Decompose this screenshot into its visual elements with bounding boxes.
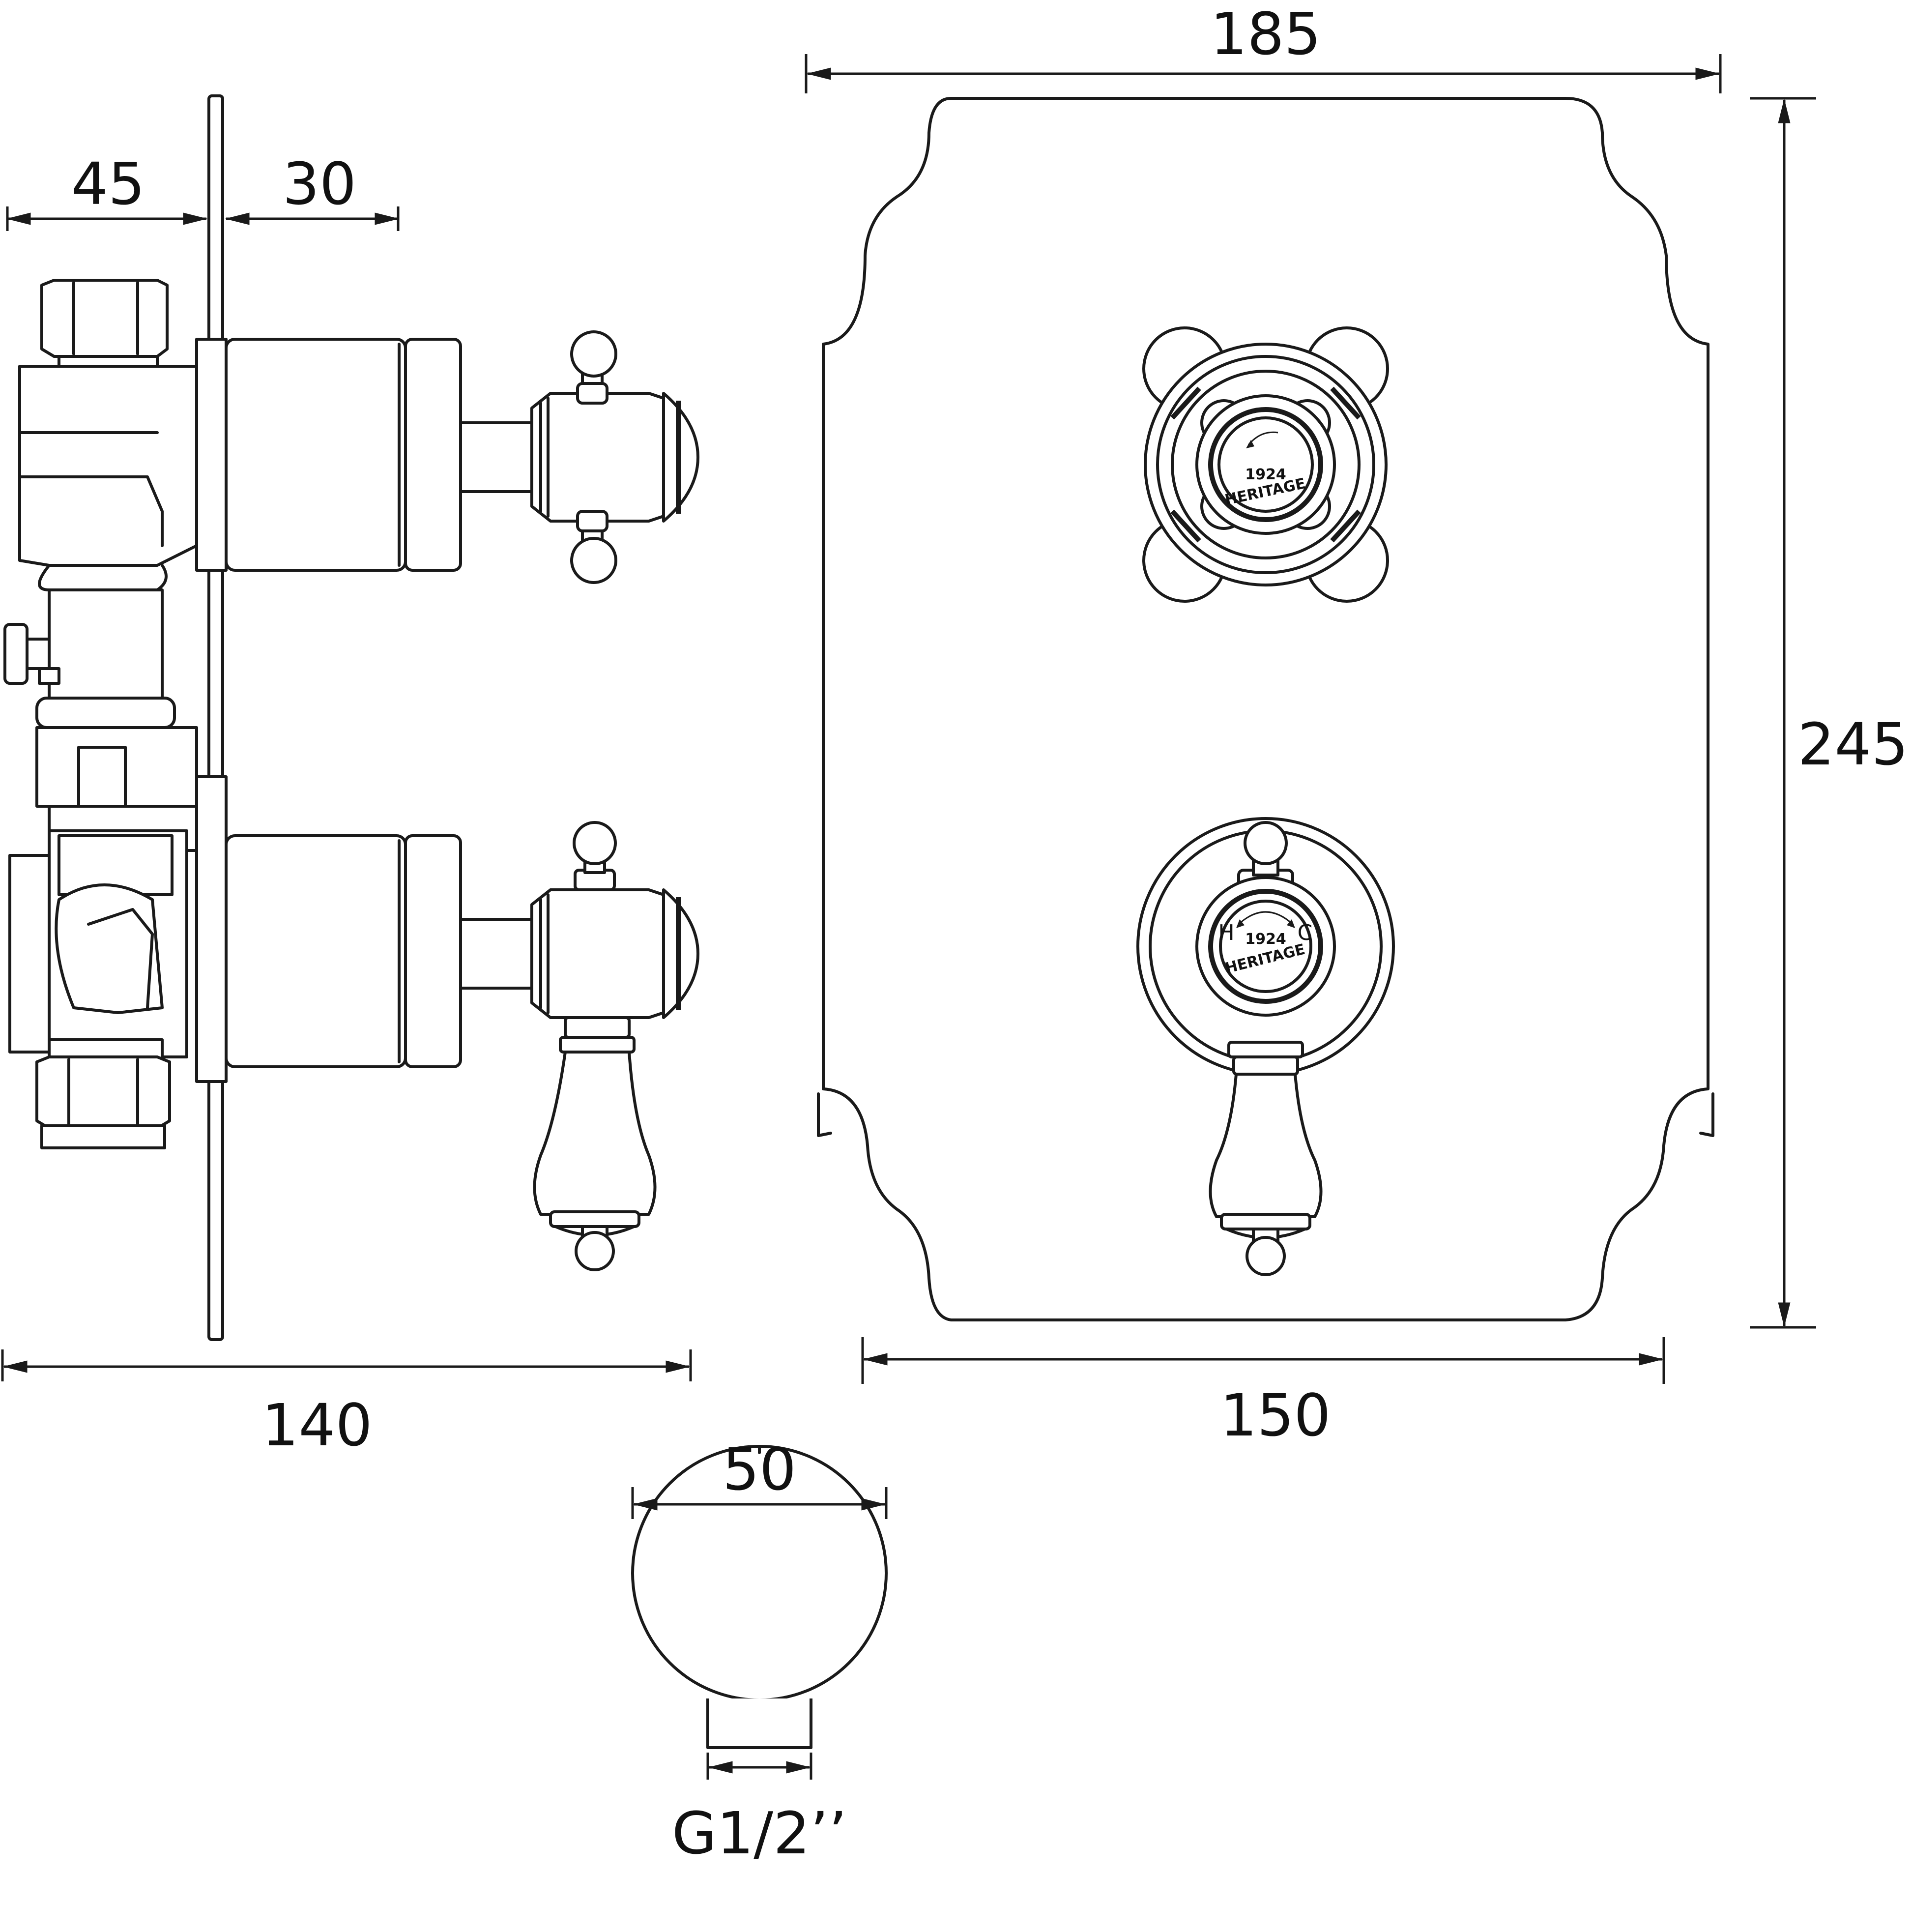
- rear-valve-assembly: [3, 279, 198, 1149]
- dimension-185-label: 185: [1210, 0, 1321, 68]
- dimension-plate-inner-width: 150: [861, 1337, 1665, 1449]
- bottom-spindle: [459, 918, 533, 990]
- bottom-valve-body: [195, 775, 699, 1271]
- bottom-spacer: [195, 775, 228, 1083]
- bottom-handle-hub: [530, 888, 665, 1019]
- outlet-elbow: [55, 883, 164, 1014]
- bottom-lever-handle-front[interactable]: H C 1924 HERITAGE: [1136, 817, 1395, 1276]
- bottom-indice-year: 1924: [1245, 931, 1286, 948]
- lever-tip-front: [1246, 1236, 1286, 1276]
- top-spacer: [195, 338, 228, 572]
- top-handle-hub: [530, 392, 665, 523]
- ornate-backplate: [822, 97, 1709, 1321]
- outlet-connector: [706, 1698, 812, 1749]
- front-view: 1924 HERITAGE H C 1924 HERITAGE: [805, 0, 1909, 1449]
- bottom-cartridge-cap: [404, 834, 462, 1068]
- top-cross-handle[interactable]: 1924 HERITAGE: [1142, 326, 1389, 603]
- side-view: 45 30 140: [1, 94, 699, 1459]
- top-cartridge-cap: [404, 338, 462, 572]
- upper-valve-block: [18, 365, 198, 567]
- dimension-g12-label: G1/2’’: [672, 1799, 847, 1867]
- dimension-50-label: 50: [723, 1435, 796, 1503]
- dimension-140-label: 140: [261, 1391, 372, 1459]
- top-valve-body: [195, 330, 699, 584]
- top-cross-knob-upper: [570, 330, 617, 378]
- dimension-side-front: 30: [225, 150, 400, 231]
- bottom-cartridge-sleeve: [225, 834, 407, 1068]
- dimension-outlet-diameter: 50: [631, 1435, 888, 1519]
- bottom-lever-tip: [575, 1231, 615, 1271]
- wall-plate-edge: [207, 94, 224, 1341]
- cross-handle-indice: [1217, 416, 1314, 513]
- top-hex-nut: [40, 279, 169, 358]
- top-spindle: [459, 421, 533, 493]
- lever-body-front: [1209, 1073, 1323, 1218]
- dimension-245-label: 245: [1797, 710, 1908, 778]
- dimension-30-label: 30: [283, 150, 356, 218]
- bottom-lever-finial: [573, 821, 617, 865]
- isolator-screw: [3, 623, 29, 685]
- top-indice-year: 1924: [1245, 466, 1286, 483]
- dimension-plate-width: 185: [805, 0, 1722, 93]
- bottom-hex-nut: [35, 1055, 171, 1130]
- dimension-plate-height: 245: [1750, 97, 1909, 1329]
- top-cross-knob-lower: [570, 537, 617, 584]
- dimension-150-label: 150: [1220, 1381, 1331, 1449]
- dimension-side-rear: 45: [6, 150, 208, 231]
- lever-finial-front: [1244, 821, 1288, 865]
- dimension-outlet-thread: G1/2’’: [672, 1753, 847, 1867]
- dimension-45-label: 45: [71, 150, 145, 218]
- bottom-lever-handle: [533, 1051, 657, 1216]
- dimension-side-total: 140: [1, 1349, 692, 1459]
- central-pipe: [48, 588, 164, 700]
- hot-label: H: [1218, 920, 1234, 945]
- outlet-view: 50 G1/2’’: [631, 1435, 888, 1867]
- top-cartridge-sleeve: [225, 338, 407, 572]
- cold-label: C: [1298, 920, 1313, 945]
